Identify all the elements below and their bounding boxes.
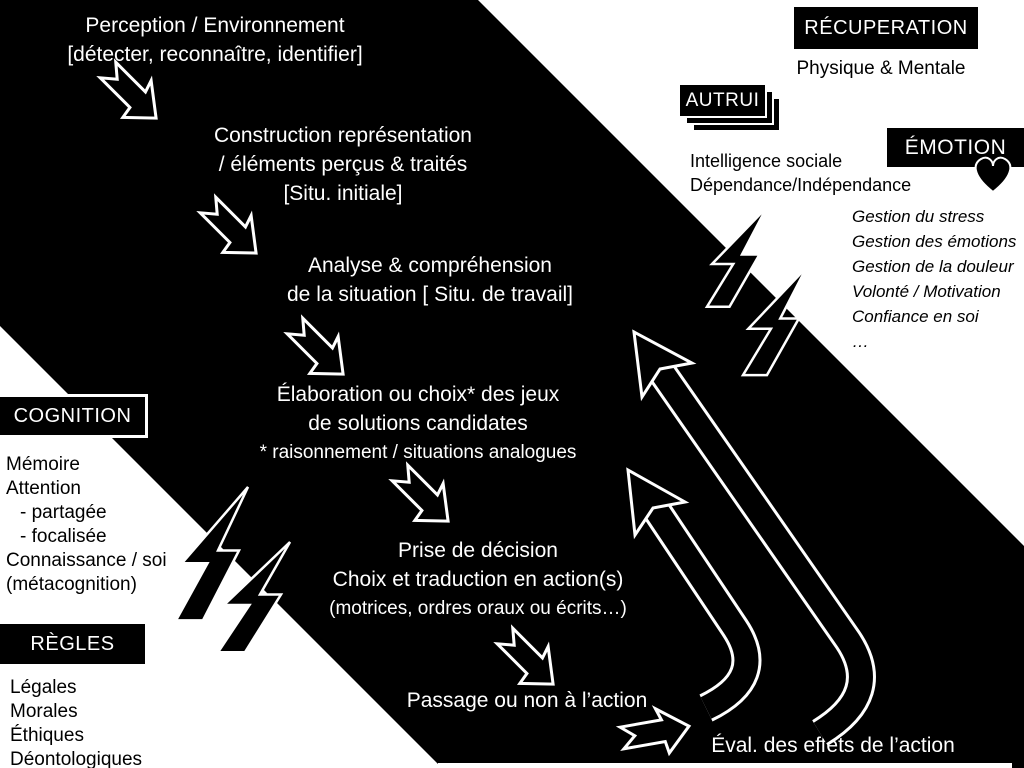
- lightning-bolt-icon: [707, 207, 767, 307]
- cognition-item: (métacognition): [6, 574, 137, 595]
- emotion-box: ÉMOTION: [887, 128, 1024, 167]
- regles-title: RÈGLES: [30, 632, 115, 655]
- step-passage-line1: Passage ou non à l’action: [406, 689, 648, 712]
- recuperation-box: RÉCUPERATION: [794, 7, 978, 49]
- step-construction-line3: [Situ. initiale]: [283, 182, 403, 205]
- step-construction: Construction représentation / éléments p…: [214, 121, 472, 208]
- lightning-bolt-icon: [218, 542, 290, 652]
- recuperation-subtitle: Physique & Mentale: [796, 58, 966, 79]
- cognition-item: - partagée: [20, 502, 107, 523]
- step-perception: Perception / Environnement [détecter, re…: [67, 11, 362, 69]
- step-perception-line1: Perception / Environnement: [85, 14, 345, 37]
- regles-item: Déontologiques: [10, 749, 143, 768]
- autrui-box: AUTRUI: [678, 83, 767, 118]
- step-elaboration-line1: Élaboration ou choix* des jeux: [276, 383, 560, 406]
- step-passage: Passage ou non à l’action: [407, 686, 648, 715]
- step-construction-line1: Construction représentation: [214, 124, 472, 147]
- step-construction-line2: / éléments perçus & traités: [218, 153, 468, 176]
- step-evaluation: Éval. des effets de l’action: [711, 731, 955, 760]
- cognition-item: Connaissance / soi: [6, 550, 167, 571]
- step-evaluation-line1: Éval. des effets de l’action: [711, 734, 955, 757]
- recuperation-title: RÉCUPERATION: [804, 16, 968, 39]
- feedback-arrow-icon: [626, 467, 762, 722]
- step-analyse: Analyse & compréhension de la situation …: [287, 251, 573, 309]
- emotion-item: Gestion des émotions: [852, 232, 1017, 251]
- emotion-item: Gestion de la douleur: [852, 257, 1014, 276]
- emotion-list: Gestion du stress Gestion des émotions G…: [852, 204, 1016, 354]
- emotion-item: Confiance en soi: [852, 307, 979, 326]
- emotion-item: Gestion du stress: [852, 207, 985, 226]
- autrui-item: Intelligence sociale: [690, 151, 843, 171]
- step-elaboration-note: * raisonnement / situations analogues: [259, 442, 577, 463]
- lightning-bolt-icon: [743, 267, 807, 375]
- step-analyse-line1: Analyse & compréhension: [308, 254, 552, 277]
- regles-item: Morales: [10, 701, 78, 722]
- step-decision-line1: Prise de décision: [398, 539, 558, 562]
- lightning-bolt-icon: [176, 487, 248, 620]
- cognition-list: Mémoire Attention - partagée - focalisée…: [6, 453, 167, 597]
- autrui-item: Dépendance/Indépendance: [690, 175, 912, 195]
- cognition-box: COGNITION: [0, 394, 148, 438]
- emotion-item: Volonté / Motivation: [852, 282, 1001, 301]
- cognition-item: - focalisée: [20, 526, 107, 547]
- step-elaboration: Élaboration ou choix* des jeux de soluti…: [260, 380, 577, 467]
- autrui-title: AUTRUI: [685, 89, 760, 111]
- step-decision: Prise de décision Choix et traduction en…: [329, 536, 627, 623]
- step-decision-line2: Choix et traduction en action(s): [332, 568, 624, 591]
- step-perception-line2: [détecter, reconnaître, identifier]: [67, 43, 363, 66]
- step-decision-line3: (motrices, ordres oraux ou écrits…): [329, 598, 627, 619]
- flow-arrow-icon: [388, 461, 450, 523]
- regles-item: Éthiques: [10, 725, 84, 746]
- regles-box: RÈGLES: [0, 624, 145, 664]
- cognition-item: Mémoire: [6, 454, 80, 475]
- regles-item: Légales: [10, 677, 77, 698]
- autrui-list: Intelligence sociale Dépendance/Indépend…: [690, 149, 911, 197]
- bottom-white-strip: [438, 763, 1012, 768]
- step-analyse-line2: de la situation [ Situ. de travail]: [287, 283, 573, 306]
- regles-list: Légales Morales Éthiques Déontologiques: [10, 676, 142, 768]
- emotion-title: ÉMOTION: [904, 135, 1007, 159]
- step-elaboration-line2: de solutions candidates: [308, 412, 528, 435]
- feedback-arrow-icon: [632, 329, 876, 746]
- cognition-item: Attention: [6, 478, 81, 499]
- flow-arrow-icon: [283, 314, 345, 376]
- cognition-title: COGNITION: [13, 404, 132, 427]
- emotion-item: …: [852, 332, 869, 351]
